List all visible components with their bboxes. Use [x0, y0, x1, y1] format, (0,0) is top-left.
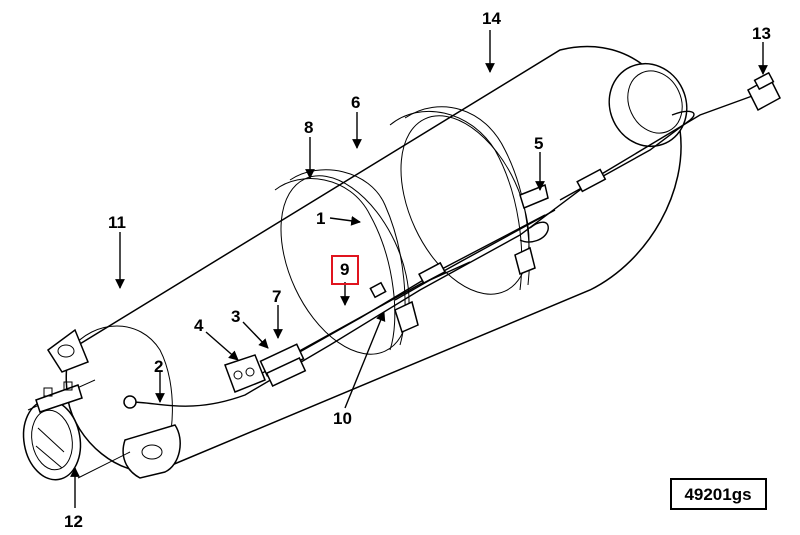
callout-10: 10: [333, 409, 352, 428]
inlet-pipe: [22, 379, 131, 481]
callout-labels: 14 13 6 8 5 1 11 9 7 3 4 2 10 12: [64, 9, 771, 531]
callout-12: 12: [64, 512, 83, 531]
figure-id-box: 49201gs: [670, 478, 767, 510]
leader-lines: [70, 30, 768, 508]
callout-9: 9: [340, 260, 349, 279]
figure-id: 49201gs: [684, 485, 751, 504]
dpf-canister: [46, 45, 688, 479]
callout-7: 7: [272, 287, 281, 306]
callout-4: 4: [194, 316, 204, 335]
callout-14: 14: [482, 9, 501, 28]
sensor-tubing: [123, 71, 781, 409]
highlight-box-callout-9: [331, 255, 359, 285]
callout-8: 8: [304, 118, 313, 137]
callout-6: 6: [351, 93, 360, 112]
callout-2: 2: [154, 357, 163, 376]
callout-11: 11: [108, 213, 126, 232]
callout-5: 5: [534, 134, 543, 153]
callout-3: 3: [231, 307, 240, 326]
callout-13: 13: [752, 24, 771, 43]
callout-1: 1: [316, 209, 325, 228]
